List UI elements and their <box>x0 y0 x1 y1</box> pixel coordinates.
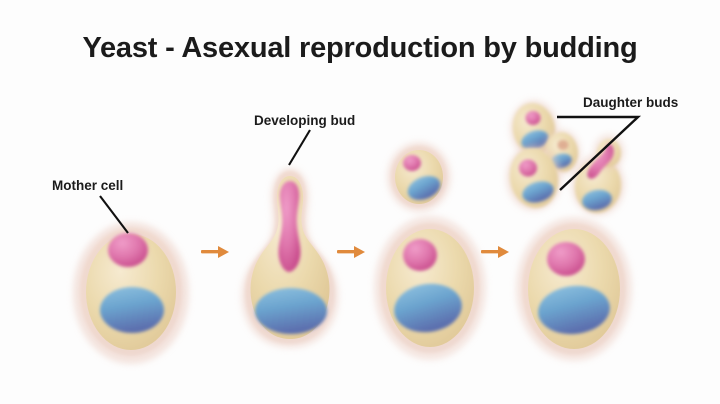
mother-vacuole <box>394 283 462 333</box>
bud-nucleus <box>519 159 537 177</box>
stage-1-cell-group <box>73 222 189 364</box>
mother-nucleus <box>547 242 585 276</box>
arrow-1 <box>201 246 229 258</box>
bud-vacuole <box>582 189 612 211</box>
label-daughter-buds: Daughter buds <box>583 95 679 110</box>
developing-bud-leader-line <box>288 129 311 166</box>
stage-3-cell-group <box>374 142 486 360</box>
stage-2-cell-group <box>241 168 339 348</box>
label-developing-bud: Developing bud <box>254 113 356 128</box>
bud-nucleus <box>525 111 541 125</box>
vacuole <box>100 287 164 333</box>
mother-nucleus <box>403 239 437 271</box>
vacuole <box>255 288 327 334</box>
nucleus <box>108 233 148 267</box>
page-title: Yeast - Asexual reproduction by budding <box>82 32 638 64</box>
arrow-2 <box>337 246 365 258</box>
label-mother-cell: Mother cell <box>52 178 124 193</box>
bud-vacuole <box>522 181 554 203</box>
daughter-vacuole <box>407 175 441 201</box>
arrow-3 <box>481 246 509 258</box>
mother-cell-leader-line <box>99 195 129 234</box>
daughter-nucleus <box>403 155 421 171</box>
sub-bud-elongated-nucleus <box>587 144 614 179</box>
daughter-bud-4 <box>571 134 625 216</box>
stage-4-cell-group <box>506 100 632 361</box>
bud-nucleus <box>557 140 569 150</box>
elongated-nucleus <box>278 181 301 272</box>
daughter-buds-bracket <box>557 115 642 191</box>
daughter-bud-3 <box>506 145 562 211</box>
bud-vacuole <box>521 130 549 150</box>
mother-vacuole <box>538 285 610 335</box>
